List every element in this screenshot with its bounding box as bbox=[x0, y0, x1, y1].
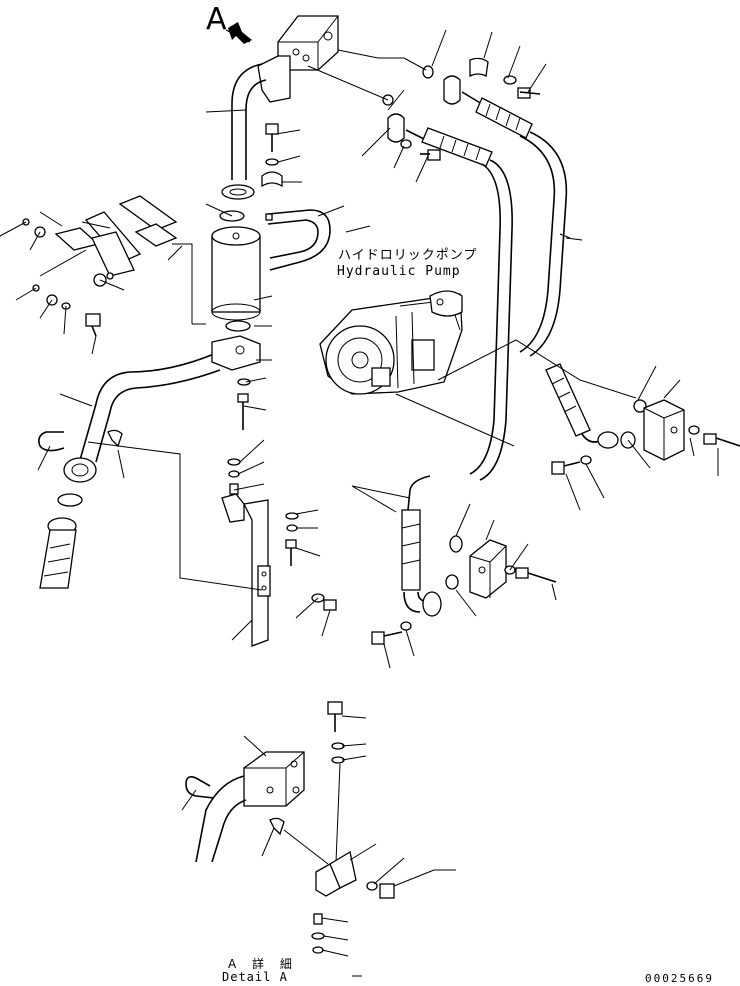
bolt-lower-right bbox=[515, 567, 557, 583]
bolt-group-1 bbox=[261, 123, 283, 188]
filter-cylinder bbox=[211, 226, 261, 321]
bolt-right-2 bbox=[551, 461, 581, 475]
clamp-halves-top bbox=[469, 57, 541, 99]
right-flange-block bbox=[643, 399, 685, 461]
bolt-group-2 bbox=[420, 149, 441, 161]
drawing-number: 00025669 bbox=[645, 972, 714, 985]
washer-3 bbox=[400, 139, 412, 149]
pump-label-english: Hydraulic Pump bbox=[337, 264, 461, 279]
bolt-stack-center bbox=[227, 378, 251, 495]
lower-flange-block bbox=[469, 539, 507, 599]
o-ring-top bbox=[422, 65, 434, 79]
washer-right bbox=[688, 425, 700, 435]
washer-lower-center bbox=[400, 621, 412, 631]
o-ring-7 bbox=[633, 399, 647, 413]
top-bracket bbox=[257, 55, 291, 103]
suction-hose-end bbox=[39, 517, 77, 589]
u-bolt-upper bbox=[265, 209, 331, 271]
lower-hose-right bbox=[387, 113, 513, 481]
bolt-lower-center bbox=[371, 631, 403, 645]
leader-lines bbox=[0, 29, 719, 669]
o-ring-3 bbox=[225, 320, 251, 332]
pipe-vertical-left bbox=[221, 63, 267, 200]
hydraulic-pump bbox=[319, 290, 463, 395]
pump-label-japanese: ハイドロリックポンプ bbox=[338, 248, 478, 263]
detail-label-japanese: A 詳 細 bbox=[228, 957, 298, 971]
o-ring-4 bbox=[57, 493, 83, 507]
view-a-arrow bbox=[225, 22, 252, 44]
o-ring-5 bbox=[449, 535, 463, 553]
detail-label-english: Detail A bbox=[222, 970, 288, 984]
left-suction-pipe bbox=[63, 335, 261, 483]
bolt-right bbox=[703, 433, 740, 447]
washer-right-2 bbox=[580, 455, 592, 465]
clip-left bbox=[107, 429, 123, 448]
view-a-marker: A bbox=[206, 2, 227, 37]
detail-a-assembly bbox=[181, 701, 456, 977]
lower-center-hose bbox=[401, 475, 442, 617]
u-bolt-left bbox=[38, 431, 65, 452]
o-ring-6 bbox=[445, 574, 459, 590]
clamp-plates-upper bbox=[22, 195, 178, 337]
right-hose bbox=[545, 363, 619, 449]
upper-hose-right bbox=[443, 75, 568, 357]
long-bracket bbox=[221, 493, 271, 647]
